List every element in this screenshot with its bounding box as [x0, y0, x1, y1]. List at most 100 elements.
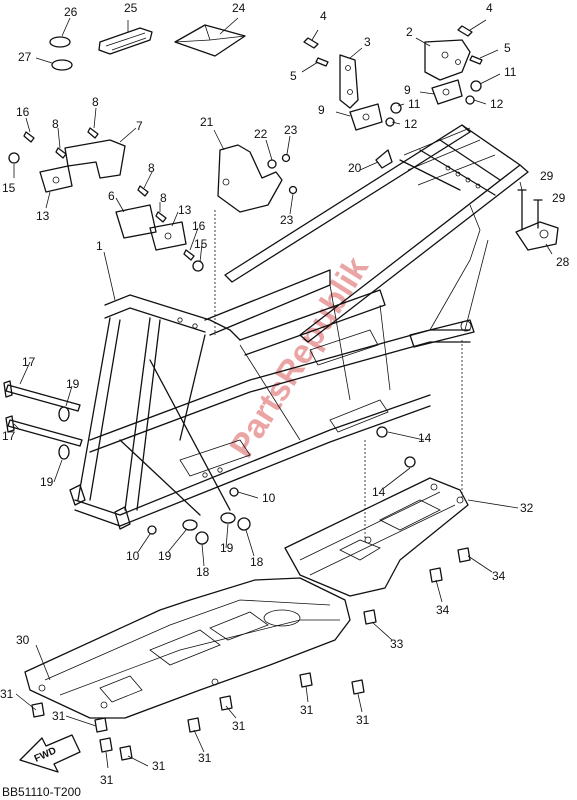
- nut-10-a[interactable]: [229, 487, 239, 497]
- callout-31-c: 31: [100, 773, 114, 787]
- callout-14-a: 14: [418, 431, 432, 445]
- nut-18-b[interactable]: [237, 517, 251, 531]
- callout-12-upper: 12: [490, 97, 504, 111]
- callout-34-a: 34: [492, 569, 506, 583]
- callout-23-lower: 23: [280, 213, 294, 227]
- bolt-4-left[interactable]: [303, 37, 319, 49]
- bolt-16-a[interactable]: [23, 131, 35, 143]
- callout-6: 6: [108, 189, 115, 203]
- callout-26: 26: [64, 5, 78, 19]
- callout-28: 28: [556, 255, 570, 269]
- skid-plate-32[interactable]: [284, 477, 469, 597]
- bracket-part-2[interactable]: [424, 39, 471, 81]
- bolt-17-lower[interactable]: [5, 415, 83, 447]
- callout-4-left: 4: [320, 9, 327, 23]
- nut-18-a[interactable]: [195, 531, 209, 545]
- bolt-5-left[interactable]: [315, 57, 329, 67]
- frame-part-1[interactable]: [69, 124, 529, 530]
- callout-numbers: 26 25 24 27 4 3 5 4 2 5 11 9 12 9 11 12 …: [0, 1, 570, 787]
- callout-32: 32: [520, 501, 534, 515]
- clamp-9-upper[interactable]: [431, 79, 463, 105]
- bolt-31-g[interactable]: [299, 672, 313, 688]
- bracket-part-13-lower[interactable]: [149, 221, 187, 251]
- o-ring-27[interactable]: [51, 59, 73, 71]
- bolt-31-a[interactable]: [31, 702, 45, 718]
- callout-8-c: 8: [148, 161, 155, 175]
- bolt-8-a[interactable]: [87, 127, 99, 139]
- forward-direction-arrow: FWD: [19, 734, 81, 773]
- callout-21: 21: [200, 115, 214, 129]
- clamp-9-lower[interactable]: [349, 103, 383, 131]
- washer-19-a[interactable]: [58, 406, 70, 422]
- owners-manual-bag-24[interactable]: [174, 24, 246, 57]
- bolt-33[interactable]: [363, 609, 377, 625]
- callout-12-lower: 12: [404, 117, 418, 131]
- bolt-16-b[interactable]: [183, 249, 195, 261]
- bracket-part-3[interactable]: [339, 54, 359, 109]
- bolt-31-d[interactable]: [119, 745, 133, 761]
- callout-31-e: 31: [198, 751, 212, 765]
- nut-11-upper[interactable]: [470, 80, 482, 92]
- bushing-14-a[interactable]: [376, 426, 388, 438]
- callout-11-lower: 11: [408, 97, 421, 111]
- bolt-29-a[interactable]: [517, 189, 527, 231]
- callout-30: 30: [16, 633, 30, 647]
- guard-part-21[interactable]: [217, 144, 283, 213]
- callout-9-lower: 9: [318, 103, 325, 117]
- callout-13-lower: 13: [178, 203, 192, 217]
- callout-5-left: 5: [290, 69, 297, 83]
- callout-19-c: 19: [158, 549, 172, 563]
- bolt-31-b[interactable]: [94, 717, 108, 733]
- bolt-31-f[interactable]: [219, 695, 233, 711]
- nut-11-lower[interactable]: [390, 102, 402, 114]
- callout-17-upper: 17: [22, 355, 36, 369]
- o-ring-26[interactable]: [49, 36, 71, 48]
- bolt-8-b[interactable]: [55, 147, 67, 159]
- callout-10-b: 10: [126, 549, 140, 563]
- bracket-part-13-upper[interactable]: [39, 165, 73, 193]
- bolt-34-b[interactable]: [429, 567, 443, 583]
- nut-15-b[interactable]: [192, 260, 204, 272]
- callout-18-b: 18: [250, 555, 264, 569]
- bracket-part-6[interactable]: [115, 204, 157, 239]
- bolt-17-upper[interactable]: [3, 380, 81, 412]
- bolt-34-a[interactable]: [457, 547, 471, 563]
- washer-19-b[interactable]: [58, 444, 70, 460]
- bracket-part-25[interactable]: [98, 27, 153, 55]
- callout-19-b: 19: [40, 475, 54, 489]
- washer-19-d[interactable]: [220, 512, 236, 524]
- nut-10-b[interactable]: [147, 525, 157, 535]
- bolt-5-right[interactable]: [469, 55, 483, 65]
- bushing-14-b[interactable]: [404, 456, 416, 468]
- callout-10-a: 10: [262, 491, 276, 505]
- clip-part-20[interactable]: [375, 149, 393, 169]
- bolt-8-d[interactable]: [155, 211, 167, 223]
- bracket-part-28[interactable]: [515, 221, 559, 251]
- callout-31-g: 31: [300, 703, 314, 717]
- callout-13-upper: 13: [36, 209, 50, 223]
- screw-23-upper[interactable]: [281, 153, 291, 163]
- bracket-part-7[interactable]: [64, 139, 126, 179]
- bolt-31-e[interactable]: [187, 717, 201, 733]
- nut-12-upper[interactable]: [465, 95, 475, 105]
- callout-1: 1: [96, 239, 103, 253]
- callout-8-a: 8: [92, 95, 99, 109]
- washer-19-c[interactable]: [182, 519, 198, 531]
- callout-31-a: 31: [0, 687, 14, 701]
- nut-12-lower[interactable]: [385, 117, 395, 127]
- nut-15-a[interactable]: [8, 152, 20, 164]
- skid-plate-30[interactable]: [24, 577, 351, 719]
- callout-15-lower: 15: [194, 237, 208, 251]
- bolt-4-right[interactable]: [457, 25, 473, 37]
- callout-8-b: 8: [52, 117, 59, 131]
- callout-31-f: 31: [232, 719, 246, 733]
- bolt-31-c[interactable]: [99, 737, 113, 753]
- bolt-8-c[interactable]: [137, 185, 149, 197]
- bolt-31-h[interactable]: [351, 679, 365, 695]
- callout-16-upper: 16: [16, 105, 30, 119]
- washer-22[interactable]: [267, 159, 277, 169]
- callout-8-d: 8: [160, 191, 167, 205]
- callout-31-h: 31: [356, 713, 370, 727]
- screw-23-lower[interactable]: [288, 185, 298, 195]
